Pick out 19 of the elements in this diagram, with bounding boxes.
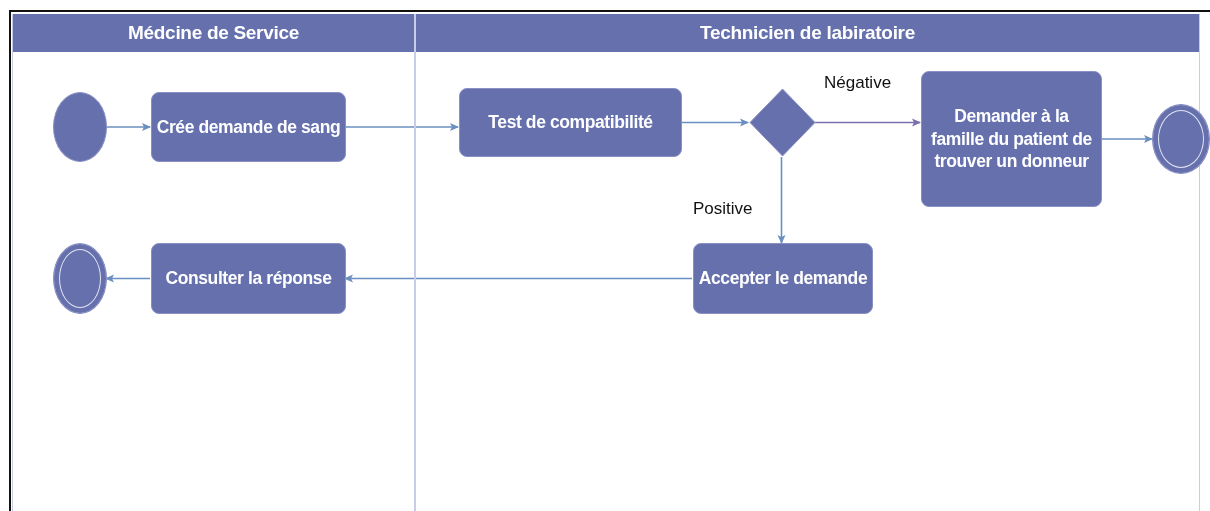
arrow (344, 274, 693, 283)
decision-diamond (749, 88, 816, 157)
swimlane (12, 14, 415, 511)
lane-header: Technicien de labiratoire (416, 14, 1199, 52)
edge-label: Négative (822, 73, 894, 93)
action-box: Crée demande de sang (151, 92, 346, 162)
action-box: Consulter la réponse (151, 243, 346, 314)
swimlane (415, 14, 1200, 511)
arrow (1100, 135, 1153, 143)
arrow (680, 118, 749, 127)
action-box: Accepter le demande (693, 243, 873, 314)
arrow (105, 274, 151, 283)
arrow (105, 123, 151, 131)
arrow (777, 156, 786, 244)
lane-header: Médcine de Service (13, 14, 414, 52)
action-box: Test de compatibilité (459, 88, 682, 157)
arrow (344, 123, 459, 131)
arrow (814, 118, 921, 127)
action-box: Demander à la famille du patient de trouver un donneur (921, 71, 1102, 207)
